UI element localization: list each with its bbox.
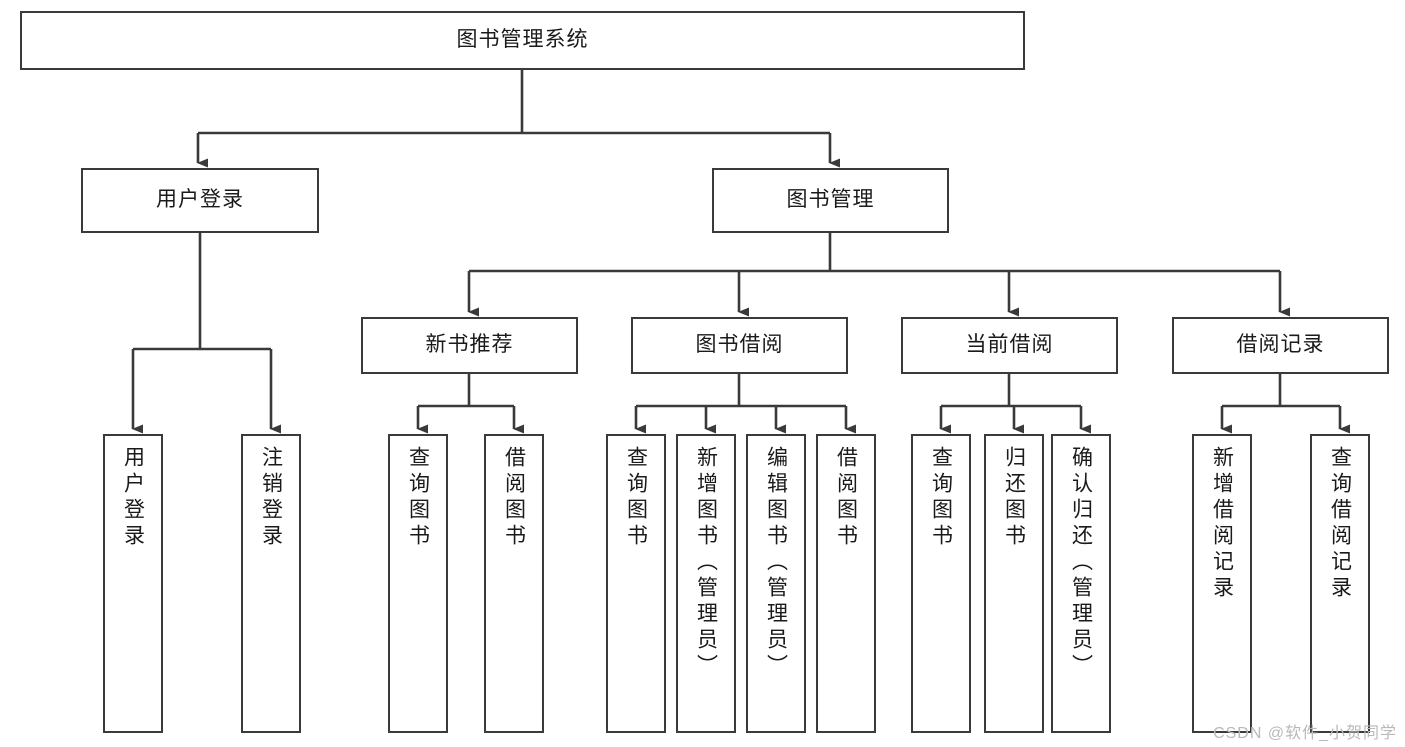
node-book-borrow-label: 图书借阅 xyxy=(695,333,784,357)
node-leaf-query-book-1-label: 查询图书 xyxy=(406,446,430,550)
node-leaf-return-book-label: 归还图书 xyxy=(1002,446,1026,550)
node-leaf-confirm-return[interactable]: 确认归还（管理员） xyxy=(1051,434,1111,733)
node-leaf-user-login-label: 用户登录 xyxy=(121,446,145,550)
node-leaf-borrow-book-2-label: 借阅图书 xyxy=(834,446,858,550)
node-leaf-add-book[interactable]: 新增图书（管理员） xyxy=(676,434,736,733)
node-leaf-user-logout[interactable]: 注销登录 xyxy=(241,434,301,733)
node-root[interactable]: 图书管理系统 xyxy=(20,11,1025,70)
node-book-manage-label: 图书管理 xyxy=(786,188,875,212)
node-borrow-record-label: 借阅记录 xyxy=(1236,333,1325,357)
node-leaf-query-book-1[interactable]: 查询图书 xyxy=(388,434,448,733)
node-leaf-query-book-2[interactable]: 查询图书 xyxy=(606,434,666,733)
node-root-label: 图书管理系统 xyxy=(456,28,589,52)
node-leaf-borrow-book-1[interactable]: 借阅图书 xyxy=(484,434,544,733)
node-leaf-borrow-book-1-label: 借阅图书 xyxy=(502,446,526,550)
node-leaf-user-login[interactable]: 用户登录 xyxy=(103,434,163,733)
node-leaf-query-book-3-label: 查询图书 xyxy=(929,446,953,550)
node-user-login[interactable]: 用户登录 xyxy=(81,168,319,233)
node-leaf-query-book-2-label: 查询图书 xyxy=(624,446,648,550)
node-leaf-query-record-label: 查询借阅记录 xyxy=(1328,446,1352,602)
node-leaf-add-record[interactable]: 新增借阅记录 xyxy=(1192,434,1252,733)
node-leaf-borrow-book-2[interactable]: 借阅图书 xyxy=(816,434,876,733)
node-leaf-add-book-label: 新增图书（管理员） xyxy=(694,446,718,680)
node-new-book-rec-label: 新书推荐 xyxy=(425,333,514,357)
node-new-book-rec[interactable]: 新书推荐 xyxy=(361,317,578,374)
node-current-borrow-label: 当前借阅 xyxy=(965,333,1054,357)
node-leaf-query-record[interactable]: 查询借阅记录 xyxy=(1310,434,1370,733)
node-current-borrow[interactable]: 当前借阅 xyxy=(901,317,1118,374)
node-book-borrow[interactable]: 图书借阅 xyxy=(631,317,848,374)
node-leaf-query-book-3[interactable]: 查询图书 xyxy=(911,434,971,733)
node-leaf-edit-book-label: 编辑图书（管理员） xyxy=(764,446,788,680)
node-leaf-add-record-label: 新增借阅记录 xyxy=(1210,446,1234,602)
node-leaf-confirm-return-label: 确认归还（管理员） xyxy=(1069,446,1093,680)
node-book-manage[interactable]: 图书管理 xyxy=(712,168,949,233)
node-borrow-record[interactable]: 借阅记录 xyxy=(1172,317,1389,374)
node-leaf-user-logout-label: 注销登录 xyxy=(259,446,283,550)
watermark: CSDN @软件_小贺同学 xyxy=(1213,725,1397,742)
node-user-login-label: 用户登录 xyxy=(156,188,244,212)
node-leaf-edit-book[interactable]: 编辑图书（管理员） xyxy=(746,434,806,733)
node-leaf-return-book[interactable]: 归还图书 xyxy=(984,434,1044,733)
